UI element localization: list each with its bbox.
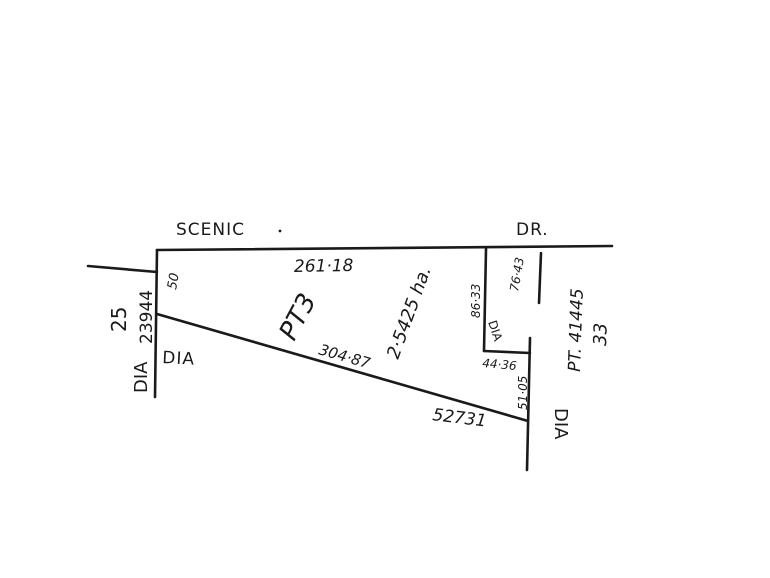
west-boundary-line	[153, 248, 159, 399]
west-boundary-length: 50	[165, 272, 183, 291]
east-part-number: 33	[590, 323, 612, 347]
west-plan-number: 23944	[137, 290, 157, 344]
north-boundary-length: 261·18	[294, 256, 354, 277]
notch-west-length: 86·33	[469, 284, 483, 318]
lot-area: 2·5425 ha.	[383, 263, 436, 361]
east-plan-label: PT. 41445	[565, 288, 588, 372]
lot-name: PT3	[274, 289, 323, 346]
lot-plan-number: 52731	[431, 405, 487, 431]
east-frontage-length: 76·43	[507, 256, 527, 292]
south-boundary-line	[155, 312, 530, 423]
road-boundary-line	[155, 244, 614, 252]
frontage-line	[537, 251, 543, 305]
road-name-right: DR.	[516, 220, 549, 240]
notch-dia-label: DIA	[485, 319, 505, 344]
east-dia-label: DIA	[550, 408, 571, 440]
west-part-number: 25	[107, 307, 131, 332]
notch-west-line	[482, 247, 488, 353]
road-name-dot	[278, 229, 282, 233]
road-name-left: SCENIC	[176, 220, 245, 240]
east-boundary-line	[525, 336, 532, 472]
south-dia-label: DIA	[162, 348, 196, 370]
boundary-lines	[86, 244, 614, 472]
west-dia-label: DIA	[131, 361, 152, 393]
notch-south-line	[482, 349, 532, 355]
notch-south-length: 44·36	[482, 356, 518, 373]
east-boundary-length: 51·05	[516, 376, 530, 410]
west-stub-line	[86, 264, 159, 274]
